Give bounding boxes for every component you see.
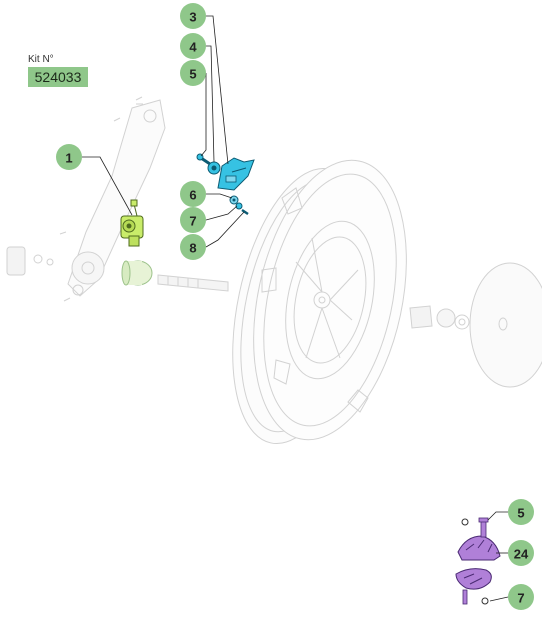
callout-number: 4 — [189, 40, 197, 55]
callout-c1: 1 — [56, 144, 82, 170]
callout-layer: 3 4 5 1 6 7 8 5 24 7 — [56, 3, 534, 610]
part-8-screw — [241, 208, 249, 216]
callout-c7: 7 — [180, 207, 206, 233]
callout-c4: 4 — [180, 33, 206, 59]
drive-shaft — [157, 274, 229, 292]
part-5-cap-screw — [478, 517, 489, 538]
ghost-assembly — [6, 96, 542, 445]
leader-lines — [82, 15, 509, 602]
part-24-cover-cap-upper — [457, 535, 501, 561]
callout-c5: 5 — [180, 60, 206, 86]
callout-c3: 3 — [180, 3, 206, 29]
callout-number: 5 — [189, 67, 196, 82]
callout-bubble — [56, 144, 82, 170]
part-7-cap-nut — [461, 518, 469, 526]
callout-bubble — [508, 584, 534, 610]
part-7-lower-nut — [481, 597, 489, 605]
kit-number-badge: 524033 — [28, 67, 88, 87]
callout-number: 5 — [517, 506, 524, 521]
right-bearing — [409, 305, 433, 329]
callout-number: 24 — [514, 547, 529, 562]
part-24-cover-cap-lower — [455, 568, 492, 590]
callout-number: 6 — [189, 188, 196, 203]
frame-hub — [71, 251, 105, 285]
drum-core — [285, 220, 375, 380]
right-cover-disc — [469, 262, 542, 388]
callout-number: 8 — [189, 241, 196, 256]
callout-number: 3 — [189, 10, 196, 25]
callout-bubble — [180, 181, 206, 207]
callout-c7b: 7 — [508, 584, 534, 610]
part-5-screw — [196, 153, 211, 166]
part-1-knuckle — [120, 199, 144, 247]
end-cap-left — [6, 246, 26, 276]
callout-bubble — [508, 540, 534, 566]
callout-bubble — [180, 60, 206, 86]
callout-number: 7 — [189, 214, 196, 229]
callout-bubble — [180, 234, 206, 260]
callout-c5b: 5 — [508, 499, 534, 525]
part-6-washer — [229, 195, 239, 205]
callout-bubble — [508, 499, 534, 525]
part-7-nut — [235, 202, 243, 210]
callout-c6: 6 — [180, 181, 206, 207]
idler-roller — [121, 260, 153, 286]
callout-number: 1 — [65, 151, 72, 166]
part-lower-screw — [462, 589, 468, 605]
callout-bubble — [180, 207, 206, 233]
callout-c24: 24 — [508, 540, 534, 566]
kit-number-label: Kit N° — [28, 54, 54, 65]
callout-bubble — [180, 3, 206, 29]
callout-c8: 8 — [180, 234, 206, 260]
callout-number: 7 — [517, 591, 524, 606]
part-3-guide-bracket — [217, 157, 255, 191]
callout-bubble — [180, 33, 206, 59]
part-4-bushing — [207, 161, 221, 175]
